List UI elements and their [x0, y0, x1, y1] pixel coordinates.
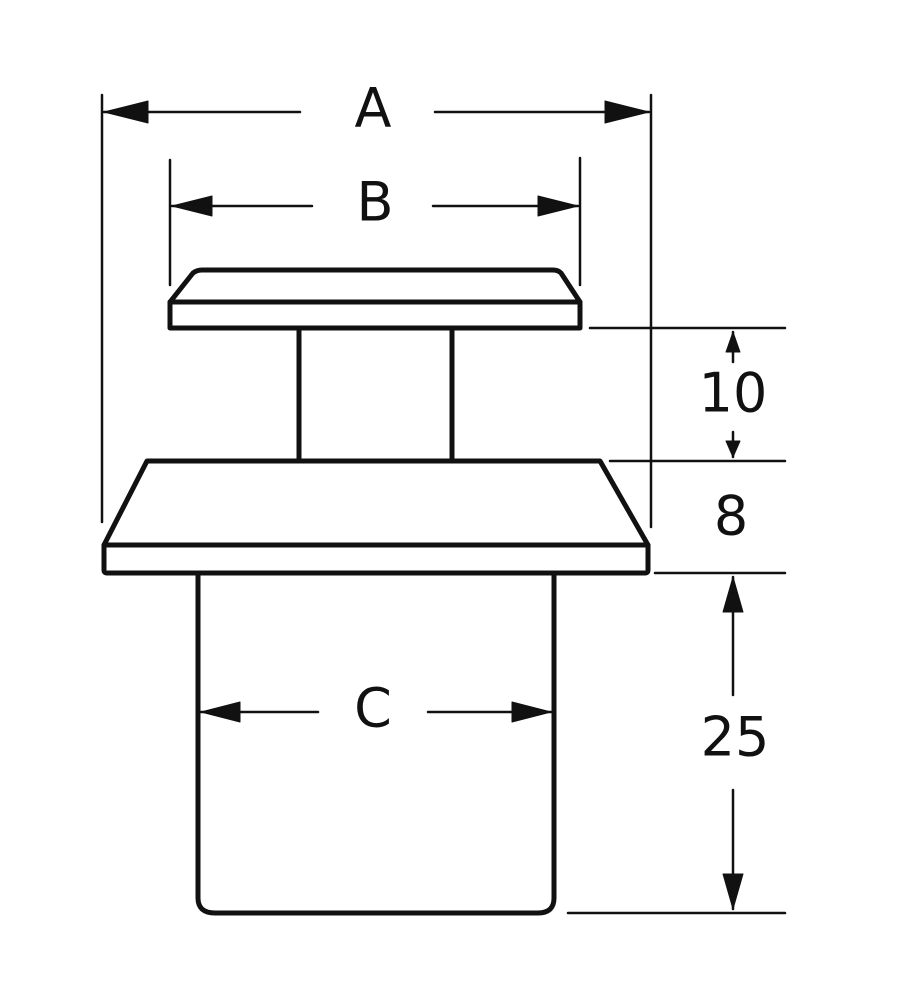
dimension-a: A	[100, 77, 653, 529]
label-25: 25	[701, 706, 770, 769]
label-b: B	[356, 171, 393, 234]
body	[195, 572, 557, 916]
label-c: C	[354, 677, 392, 740]
label-a: A	[355, 77, 392, 140]
vertical-dimensions: 10 8 25	[566, 326, 787, 915]
flange-base	[101, 542, 651, 576]
arrowhead-b-right	[537, 195, 579, 217]
arrowhead-a-right	[604, 100, 650, 124]
arrowhead-c-right	[511, 701, 552, 723]
part-outline	[101, 267, 651, 916]
arrowhead-a-left	[103, 100, 149, 124]
arrowhead-25-top	[722, 576, 744, 613]
flange-taper	[101, 458, 651, 548]
top-cap	[167, 267, 583, 305]
dimension-b: B	[168, 156, 582, 287]
dimension-c: C	[199, 677, 553, 740]
arrowhead-c-left	[200, 701, 241, 723]
arrowhead-25-bottom	[722, 873, 744, 910]
label-10: 10	[699, 362, 768, 425]
label-8: 8	[714, 485, 748, 548]
arrowhead-b-left	[171, 195, 213, 217]
arrowhead-10-bottom	[725, 440, 741, 458]
arrowhead-10-top	[725, 331, 741, 353]
top-cap-base	[167, 299, 583, 331]
